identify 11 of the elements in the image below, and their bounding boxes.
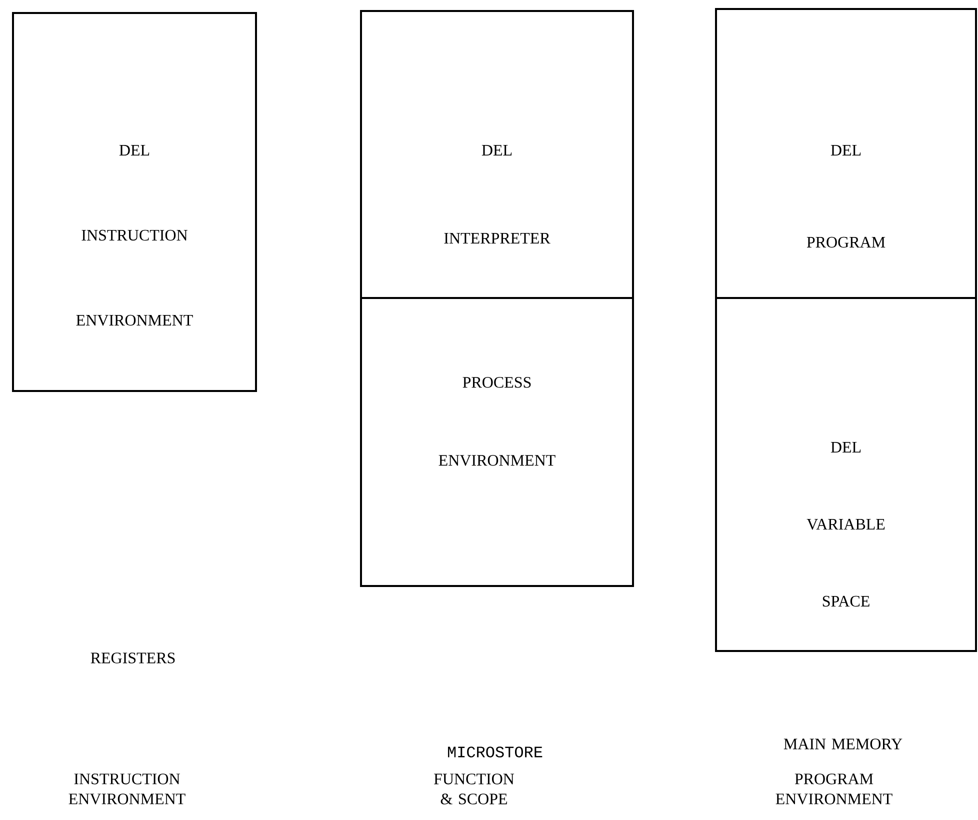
block-box: DEL INTERPRETER: [360, 10, 634, 299]
label-text: PROGRAM ENVIRONMENT: [776, 774, 892, 804]
label-text: REGISTERS: [90, 652, 175, 664]
label-text: MAIN MEMORY: [784, 738, 902, 750]
label-text: MICROSTORE: [448, 746, 542, 758]
block-box: DEL INSTRUCTION ENVIRONMENT: [12, 12, 257, 392]
label-text: FUNCTION & SCOPE: [434, 774, 514, 804]
block-box: PROCESS ENVIRONMENT: [360, 297, 634, 587]
block-box: DEL VARIABLE SPACE: [715, 297, 977, 652]
label-text: INSTRUCTION ENVIRONMENT: [68, 774, 186, 804]
block-box: DEL PROGRAM: [715, 8, 977, 299]
